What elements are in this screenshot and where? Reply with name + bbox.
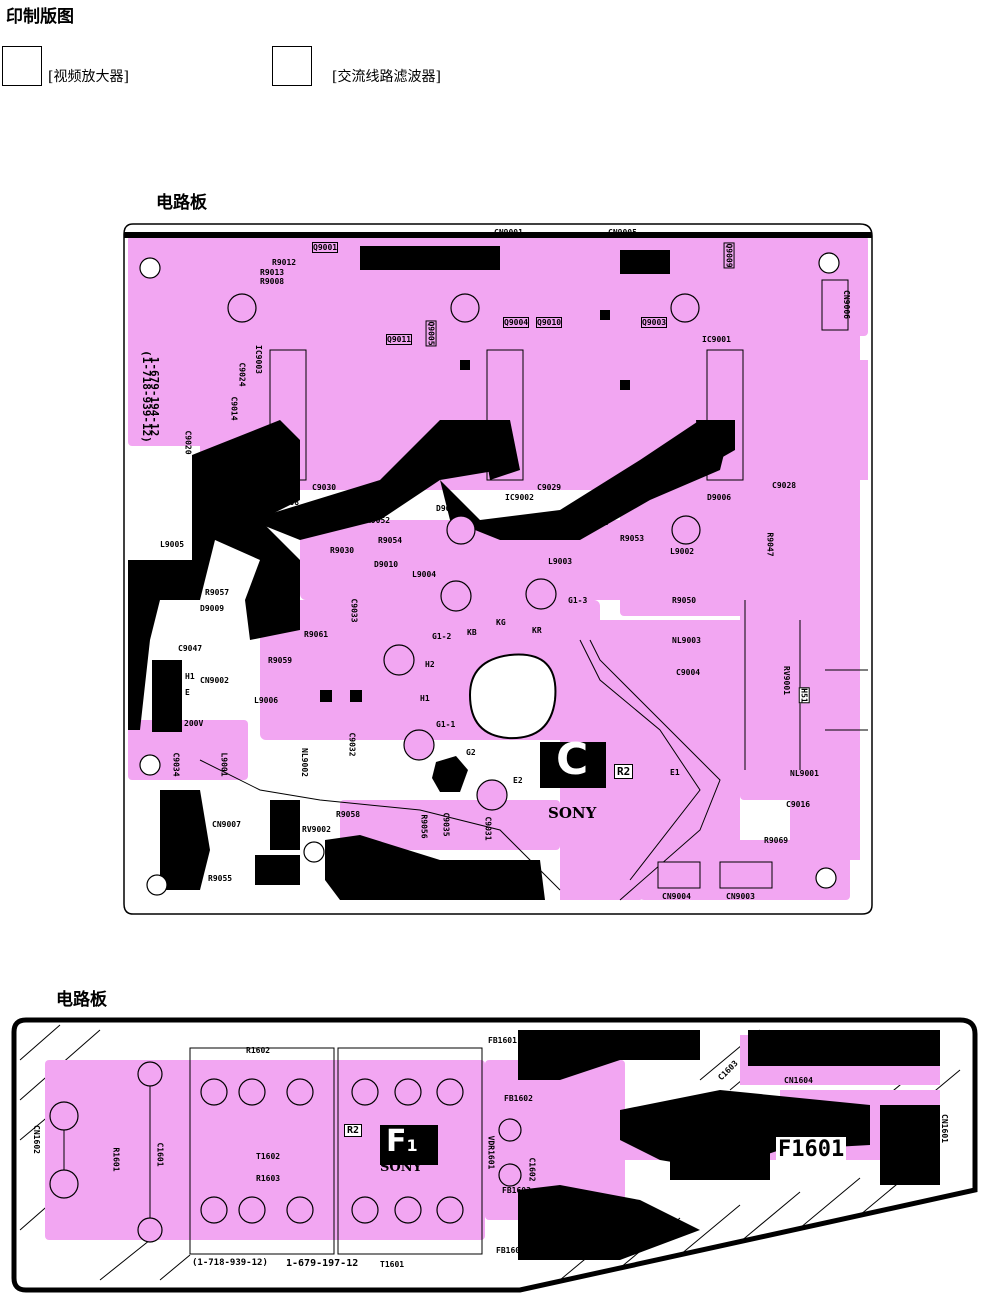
board-c-pads [227, 293, 701, 811]
board-f1-pads [49, 1061, 522, 1243]
board-f1-heading: 电路板 [56, 990, 107, 1010]
board-c-holes [139, 252, 840, 896]
page-title: 印制版图 [6, 7, 74, 27]
board-f1-frames [63, 1047, 483, 1255]
legend-label-video-amp: [视频放大器] [48, 69, 129, 85]
board-f1-traces [380, 1030, 940, 1260]
board-c-lines [199, 349, 868, 901]
legend-swatch-video-amp [2, 46, 42, 86]
board-c-copper [128, 236, 868, 900]
board-f1-copper [45, 1035, 940, 1240]
cn9006-body [821, 279, 849, 331]
cn9003-body [719, 861, 773, 889]
cn9004-body [657, 861, 701, 889]
crt-socket [468, 653, 557, 740]
legend-label-ac-filter: [交流线路滤波器] [332, 69, 441, 85]
board-c-heading: 电路板 [156, 193, 207, 213]
board-c-traces [124, 232, 872, 900]
legend-swatch-ac-filter [272, 46, 312, 86]
